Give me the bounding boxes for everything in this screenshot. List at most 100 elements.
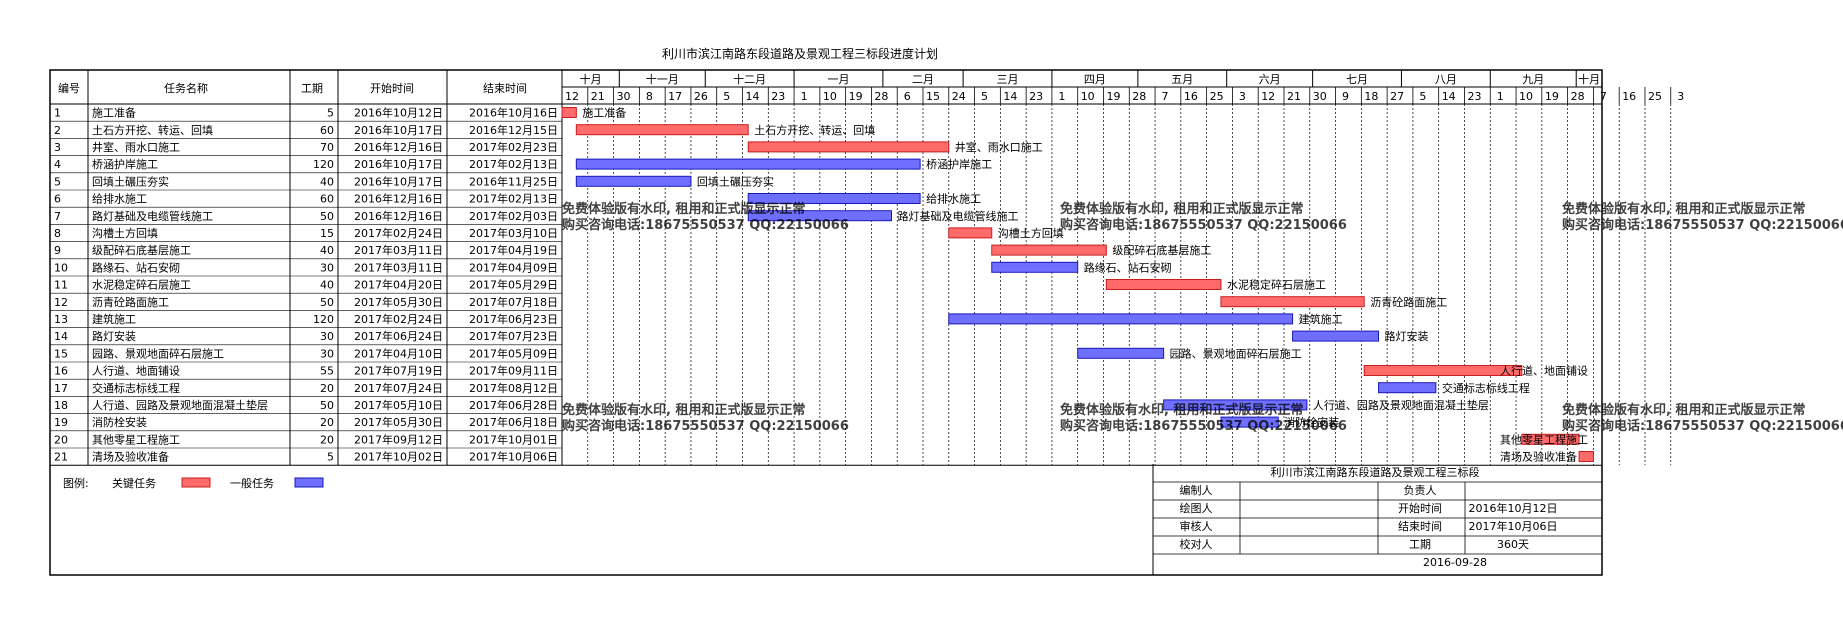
task-bar — [948, 227, 993, 239]
day-label: 23 — [1467, 90, 1481, 103]
info-row-2-label2: 开始时间 — [1398, 501, 1442, 515]
row-start: 2017年04月20日 — [354, 278, 443, 292]
table-header: 编号 任务名称 工期 开始时间 结束时间 — [58, 81, 527, 95]
header-num: 编号 — [58, 81, 80, 95]
row-id: 8 — [54, 227, 61, 240]
month-label: 十月 — [1578, 72, 1600, 86]
outer-frame — [49, 69, 1603, 576]
row-end: 2017年05月09日 — [469, 346, 558, 360]
task-bar-label: 沟槽土方回填 — [998, 226, 1064, 240]
row-start: 2017年09月12日 — [354, 432, 443, 446]
row-end: 2017年05月29日 — [469, 278, 558, 292]
row-id: 5 — [54, 175, 61, 188]
task-bar-label: 井室、雨水口施工 — [955, 140, 1043, 154]
day-label: 25 — [1648, 90, 1662, 103]
row-end: 2017年06月23日 — [469, 312, 558, 326]
row-name: 土石方开挖、转运、回填 — [92, 123, 213, 137]
row-duration: 20 — [320, 433, 334, 446]
row-name: 沟槽土方回填 — [92, 226, 158, 240]
row-name: 人行道、园路及景观地面混凝土垫层 — [92, 398, 268, 412]
day-label: 3 — [1239, 90, 1246, 103]
row-name: 路灯基础及电缆管线施工 — [92, 209, 213, 223]
day-label: 12 — [565, 90, 579, 103]
day-label: 10 — [1081, 90, 1095, 103]
day-label: 28 — [874, 90, 888, 103]
row-duration: 30 — [320, 330, 334, 343]
row-duration: 20 — [320, 416, 334, 429]
task-bar — [1163, 399, 1308, 411]
row-end: 2017年06月28日 — [469, 398, 558, 412]
task-bar — [1220, 296, 1365, 308]
legend: 图例: 关键任务 一般任务 — [63, 476, 324, 490]
day-label: 21 — [1287, 90, 1301, 103]
row-duration: 60 — [320, 124, 334, 137]
day-label: 12 — [1261, 90, 1275, 103]
task-bar — [575, 175, 692, 187]
row-end: 2016年11月25日 — [469, 174, 558, 188]
month-label: 六月 — [1259, 73, 1281, 86]
task-bar-label: 交通标志标线工程 — [1442, 381, 1530, 395]
day-label: 7 — [1600, 90, 1607, 103]
row-duration: 70 — [320, 141, 334, 154]
info-row-1-label: 编制人 — [1180, 483, 1213, 497]
day-label: 14 — [745, 90, 759, 103]
task-bar — [1292, 330, 1380, 342]
task-bar-label: 桥涵护岸施工 — [926, 157, 992, 171]
row-name: 水泥稳定碎石层施工 — [92, 278, 191, 292]
day-label: 23 — [1029, 90, 1043, 103]
month-label: 八月 — [1435, 73, 1457, 86]
day-label: 23 — [771, 90, 785, 103]
info-box: 利川市滨江南路东段道路及景观工程三标段 编制人 负责人 绘图人 开始时间 201… — [1152, 464, 1602, 575]
task-bar-label: 人行道、地面铺设 — [1500, 364, 1588, 378]
day-label: 30 — [617, 90, 631, 103]
task-bar-label: 建筑施工 — [1299, 312, 1343, 326]
info-row-1-label2: 负责人 — [1404, 483, 1437, 497]
row-duration: 50 — [320, 399, 334, 412]
month-label: 二月 — [912, 73, 934, 86]
task-bar-label: 级配碎石底基层施工 — [1112, 243, 1211, 257]
day-label: 19 — [1545, 90, 1559, 103]
task-bar-label: 路缘石、站石安砌 — [1084, 260, 1172, 274]
info-row-3-label: 审核人 — [1180, 519, 1213, 533]
row-id: 16 — [54, 365, 68, 378]
task-bar — [1105, 279, 1222, 290]
day-label: 5 — [723, 90, 730, 103]
row-id: 21 — [54, 451, 68, 464]
day-label: 15 — [926, 90, 940, 103]
row-id: 3 — [54, 141, 61, 154]
watermark-text: 免费体验版有水印, 租用和正式版显示正常 — [1562, 402, 1805, 418]
row-id: 1 — [54, 107, 61, 120]
row-duration: 5 — [327, 451, 334, 464]
row-id: 13 — [54, 313, 68, 326]
row-name: 其他零星工程施工 — [92, 433, 180, 446]
row-name: 给排水施工 — [92, 192, 147, 206]
row-id: 12 — [54, 296, 68, 309]
day-label: 28 — [1132, 90, 1146, 103]
row-id: 19 — [54, 416, 68, 429]
task-bar-label: 沥青砼路面施工 — [1370, 296, 1447, 309]
month-label: 十一月 — [646, 72, 679, 86]
row-duration: 55 — [320, 365, 334, 378]
row-id: 18 — [54, 399, 68, 412]
row-name: 回填土碾压夯实 — [92, 174, 169, 188]
chart-title: 利川市滨江南路东段道路及景观工程三标段进度计划 — [662, 46, 938, 61]
info-row-4-value2: 360天 — [1497, 538, 1529, 551]
row-duration: 15 — [320, 227, 334, 240]
day-label: 10 — [1519, 90, 1533, 103]
row-id: 4 — [54, 158, 61, 171]
month-label: 十二月 — [733, 72, 766, 86]
legend-normal-swatch — [294, 477, 324, 488]
row-start: 2017年03月11日 — [354, 260, 443, 274]
day-label: 1 — [1497, 90, 1504, 103]
task-bar — [991, 261, 1079, 273]
task-bar — [1077, 347, 1165, 359]
row-name: 路灯安装 — [92, 329, 136, 343]
task-bar — [575, 158, 921, 170]
row-name: 交通标志标线工程 — [92, 381, 180, 395]
row-id: 15 — [54, 347, 68, 360]
row-start: 2017年05月30日 — [354, 295, 443, 309]
day-label: 6 — [904, 90, 911, 103]
row-start: 2017年07月24日 — [354, 381, 443, 395]
task-bar-label: 清场及验收准备 — [1500, 450, 1577, 464]
